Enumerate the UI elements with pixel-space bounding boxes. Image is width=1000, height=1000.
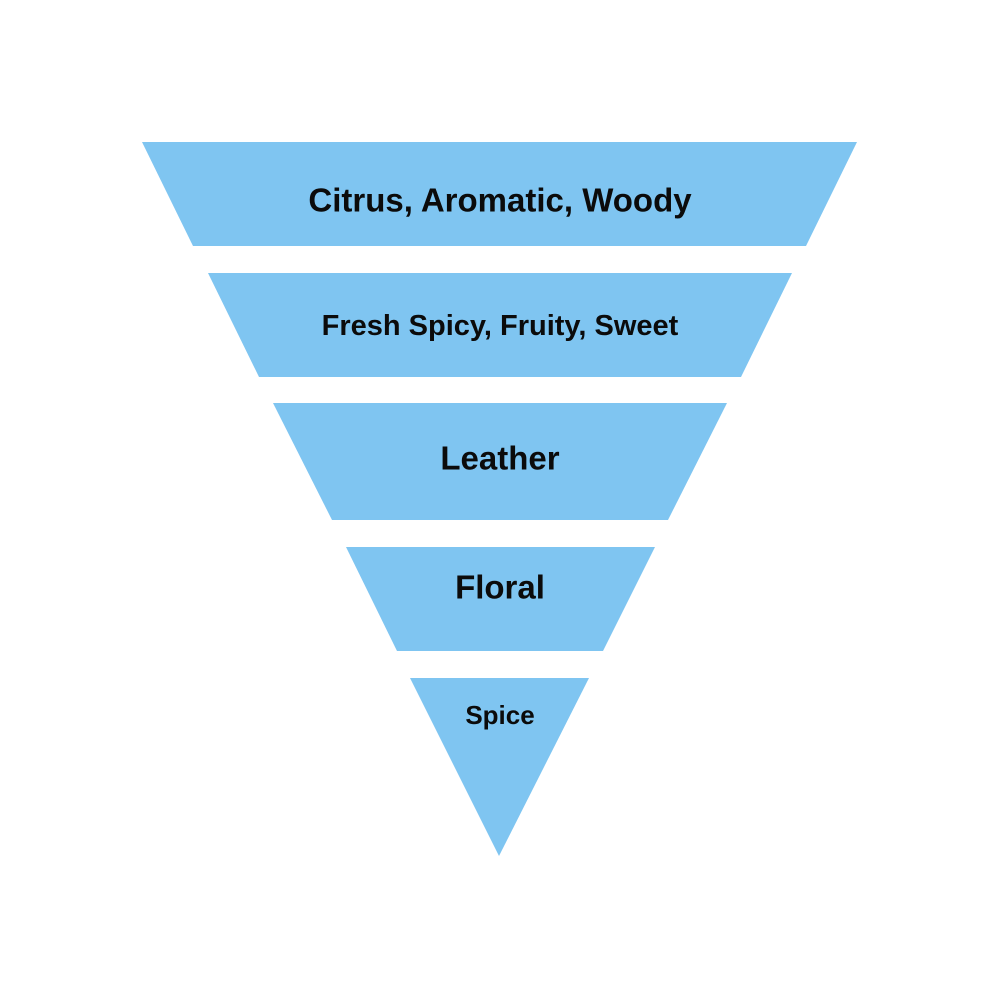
tier-2-shape xyxy=(208,273,792,377)
tier-1-label: Citrus, Aromatic, Woody xyxy=(308,182,692,219)
funnel-tier-5: Spice xyxy=(410,678,589,856)
tier-3-label: Leather xyxy=(440,440,559,477)
tier-5-shape xyxy=(410,678,589,856)
tier-3-shape xyxy=(273,403,727,520)
tier-2-label: Fresh Spicy, Fruity, Sweet xyxy=(322,310,679,342)
tier-5-label: Spice xyxy=(465,700,534,730)
funnel-tier-1: Citrus, Aromatic, Woody xyxy=(142,142,857,246)
funnel-tier-4: Floral xyxy=(346,547,655,651)
funnel-tier-3: Leather xyxy=(273,403,727,520)
tier-4-label: Floral xyxy=(455,569,545,606)
tier-1-shape xyxy=(142,142,857,246)
tier-4-shape xyxy=(346,547,655,651)
funnel-tier-2: Fresh Spicy, Fruity, Sweet xyxy=(208,273,792,377)
